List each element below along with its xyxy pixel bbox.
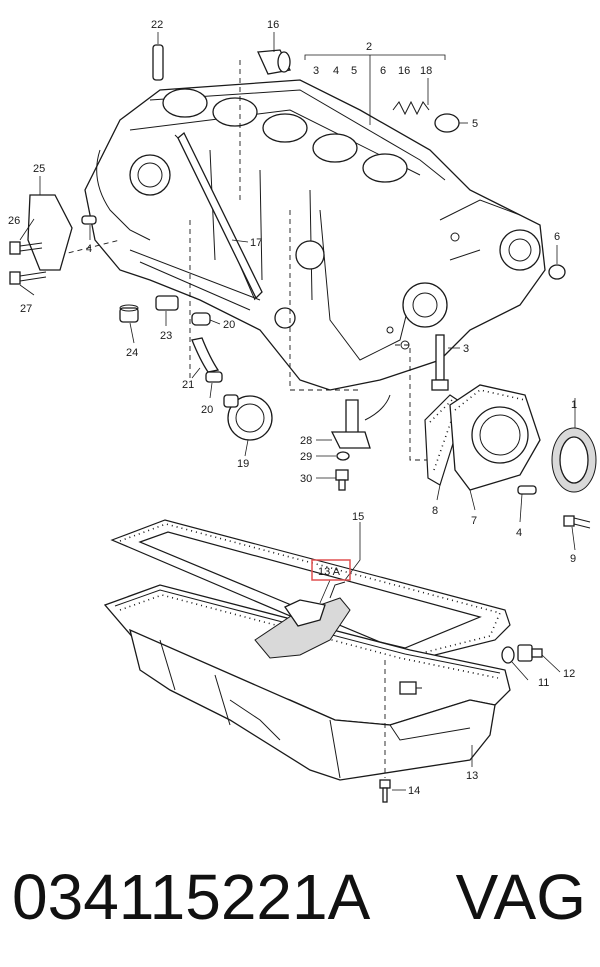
label-3: 3 bbox=[313, 65, 319, 77]
level-sensor bbox=[399, 681, 422, 695]
bolt-27 bbox=[9, 271, 47, 285]
label-4b: 4 bbox=[86, 243, 92, 255]
label-14: 14 bbox=[408, 785, 420, 797]
drain-plug-12 bbox=[517, 644, 543, 662]
cap-24 bbox=[119, 304, 139, 323]
dipstick-tube bbox=[177, 131, 263, 300]
label-3b: 3 bbox=[463, 343, 469, 355]
bolt-26 bbox=[9, 241, 43, 255]
part-number: 034115221A bbox=[12, 861, 371, 933]
label-19: 19 bbox=[237, 458, 249, 470]
label-16b: 16 bbox=[398, 65, 410, 77]
union-23 bbox=[155, 295, 179, 311]
bracket-25 bbox=[27, 194, 73, 271]
label-26: 26 bbox=[8, 215, 20, 227]
label-1: 1 bbox=[571, 399, 577, 411]
label-29: 29 bbox=[300, 451, 312, 463]
label-11: 11 bbox=[538, 677, 549, 689]
label-2: 2 bbox=[366, 41, 372, 53]
seal-ring-1 bbox=[551, 427, 597, 493]
caption: 034115221A VAG bbox=[0, 842, 600, 952]
hose-21 bbox=[191, 337, 220, 373]
sleeve-16 bbox=[257, 49, 291, 75]
pin-22 bbox=[152, 44, 164, 81]
label-27: 27 bbox=[20, 303, 32, 315]
label-20b: 20 bbox=[201, 404, 213, 416]
exploded-parts-diagram: 22 16 2 3 4 5 6 16 18 5 6 25 26 4 17 27 … bbox=[8, 19, 597, 803]
label-8: 8 bbox=[432, 505, 438, 517]
label-23: 23 bbox=[160, 330, 172, 342]
label-9: 9 bbox=[570, 553, 576, 565]
bracket-28 bbox=[330, 399, 371, 449]
filter-19 bbox=[223, 394, 273, 441]
label-20: 20 bbox=[223, 319, 235, 331]
label-30: 30 bbox=[300, 473, 312, 485]
label-5: 5 bbox=[351, 65, 357, 77]
label-6b: 6 bbox=[554, 231, 560, 243]
label-5b: 5 bbox=[472, 118, 478, 130]
dowel-4b bbox=[517, 485, 537, 495]
dowel-4 bbox=[81, 215, 97, 225]
clip-20 bbox=[191, 312, 211, 326]
label-22: 22 bbox=[151, 19, 163, 31]
part-labels: 22 16 2 3 4 5 6 16 18 5 6 25 26 4 17 27 … bbox=[8, 19, 577, 797]
label-24: 24 bbox=[126, 347, 138, 359]
label-15: 15 bbox=[352, 511, 364, 523]
plug-6 bbox=[548, 264, 566, 280]
spring-18 bbox=[392, 100, 430, 116]
oil-pickup-13a bbox=[254, 581, 351, 659]
bolt-9 bbox=[563, 515, 591, 529]
label-13a: 13 A bbox=[318, 566, 341, 578]
label-18: 18 bbox=[420, 65, 432, 77]
engine-block bbox=[84, 79, 546, 391]
highlight-box-13a bbox=[311, 559, 351, 581]
brand-name: VAG bbox=[455, 861, 586, 933]
flange-7 bbox=[449, 384, 541, 491]
label-25: 25 bbox=[33, 163, 45, 175]
label-12: 12 bbox=[563, 668, 575, 680]
leader-lines bbox=[19, 32, 576, 791]
washer-11 bbox=[501, 646, 515, 664]
label-21: 21 bbox=[182, 379, 194, 391]
label-4: 4 bbox=[333, 65, 339, 77]
label-7: 7 bbox=[471, 515, 477, 527]
plug-5 bbox=[434, 113, 460, 133]
label-4c: 4 bbox=[516, 527, 522, 539]
label-16: 16 bbox=[267, 19, 279, 31]
washer-29 bbox=[336, 451, 350, 461]
label-6: 6 bbox=[380, 65, 386, 77]
label-17: 17 bbox=[250, 237, 262, 249]
label-28: 28 bbox=[300, 435, 312, 447]
bolt-3 bbox=[431, 334, 449, 391]
label-13: 13 bbox=[466, 770, 478, 782]
bolt-14 bbox=[379, 779, 391, 803]
bolt-30 bbox=[335, 469, 349, 491]
